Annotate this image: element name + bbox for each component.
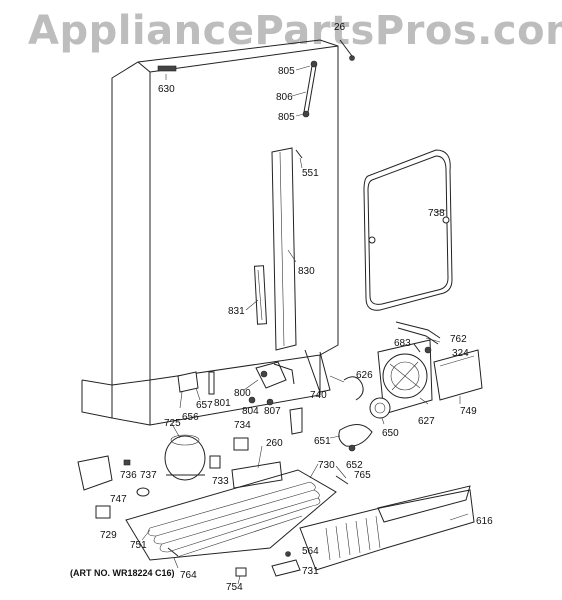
leader-lines	[141, 65, 469, 585]
callout-627: 627	[418, 416, 435, 427]
callout-749: 749	[460, 406, 477, 417]
callout-324: 324	[452, 348, 469, 359]
gasket-762	[395, 321, 441, 345]
callout-733: 733	[212, 476, 229, 487]
part-754	[235, 567, 247, 577]
callout-807: 807	[264, 406, 281, 417]
callout-737: 737	[140, 470, 157, 481]
callout-765: 765	[354, 470, 371, 481]
callout-683: 683	[394, 338, 411, 349]
callout-764: 764	[180, 570, 197, 581]
callout-630: 630	[158, 84, 175, 95]
callout-26: 26	[334, 22, 346, 33]
callout-747: 747	[110, 494, 127, 505]
callout-650: 650	[382, 428, 399, 439]
part-764	[167, 547, 179, 557]
part-765	[335, 475, 349, 485]
callout-805-top: 805	[278, 66, 295, 77]
bracket-657	[177, 371, 199, 393]
callout-805-bottom: 805	[278, 112, 295, 123]
relay-734	[233, 437, 249, 451]
callout-731: 731	[302, 566, 319, 577]
cabinet-outline	[81, 39, 339, 426]
callout-754: 754	[226, 582, 243, 593]
callout-801: 801	[214, 398, 231, 409]
fan-bracket-627	[377, 339, 433, 415]
water-valve-800	[255, 361, 295, 389]
part-729	[95, 505, 111, 519]
callout-260: 260	[266, 438, 283, 449]
bracket-747	[77, 455, 113, 491]
screw-551	[295, 149, 303, 159]
heater-strip-831	[253, 265, 268, 325]
part-801	[208, 371, 215, 395]
callout-804: 804	[242, 406, 259, 417]
heater-loop-738	[363, 149, 453, 311]
part-731	[271, 559, 301, 577]
condenser-fan-651	[338, 424, 373, 452]
callout-616: 616	[476, 516, 493, 527]
part-630	[157, 65, 177, 72]
part-807	[266, 398, 274, 406]
part-683	[413, 343, 421, 353]
callout-656: 656	[182, 412, 199, 423]
callout-729: 729	[100, 530, 117, 541]
callout-806: 806	[276, 92, 293, 103]
callout-830: 830	[298, 266, 315, 277]
base-pan-751	[125, 469, 337, 561]
part-804	[248, 396, 256, 404]
part-736	[123, 459, 131, 466]
wire-626	[343, 376, 364, 401]
compressor-725	[164, 434, 206, 481]
callout-736: 736	[120, 470, 137, 481]
condenser-grille-616	[299, 485, 475, 571]
part-740	[289, 407, 303, 435]
callout-657: 657	[196, 400, 213, 411]
part-260	[231, 461, 283, 489]
part-324	[424, 346, 432, 354]
callout-551: 551	[302, 168, 319, 179]
fan-motor-650	[369, 397, 391, 419]
watermark-text: AppliancePartsPros.com	[28, 8, 562, 54]
screw-26	[339, 39, 355, 61]
callout-762: 762	[450, 334, 467, 345]
callout-800: 800	[234, 388, 251, 399]
callout-564: 564	[302, 546, 319, 557]
callout-725: 725	[164, 418, 181, 429]
screw-564	[285, 551, 291, 557]
callout-734: 734	[234, 420, 251, 431]
part-733	[209, 455, 221, 469]
callout-738: 738	[428, 208, 445, 219]
handle-strip-830	[271, 147, 297, 351]
art-number: (ART NO. WR18224 C16)	[70, 568, 175, 578]
callout-652: 652	[346, 460, 363, 471]
callout-626: 626	[356, 370, 373, 381]
grommet-737	[136, 487, 150, 497]
callout-831: 831	[228, 306, 245, 317]
callout-730: 730	[318, 460, 335, 471]
callout-651: 651	[314, 436, 331, 447]
tube-806	[302, 60, 318, 118]
callout-740: 740	[310, 390, 327, 401]
callout-751: 751	[130, 540, 147, 551]
cover-749	[433, 349, 483, 401]
